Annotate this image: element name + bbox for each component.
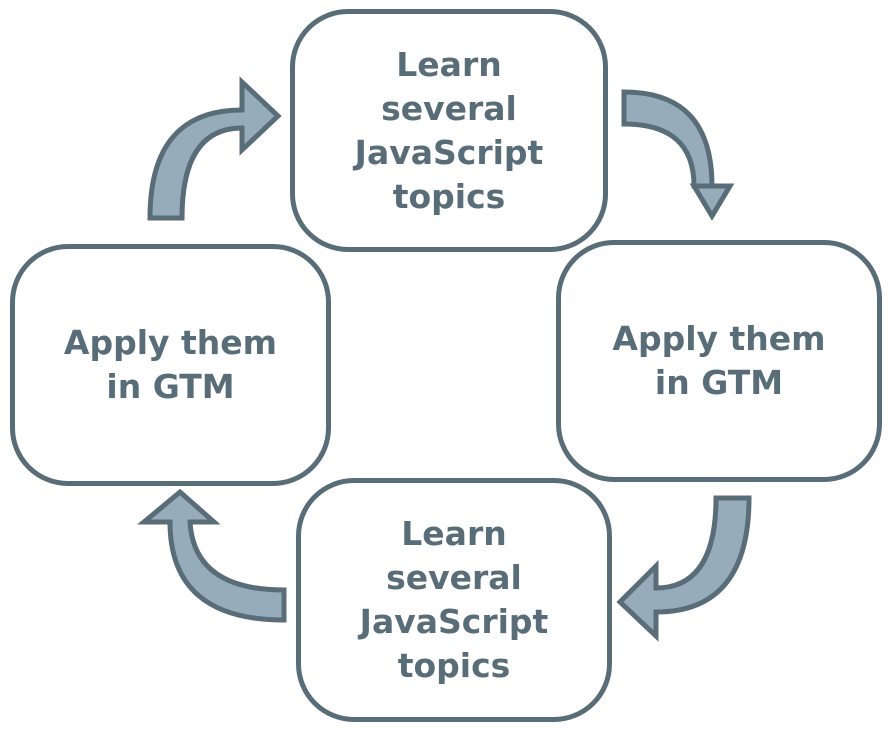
arrow-bottom-to-left [137, 488, 287, 623]
node-top-label: Learn several JavaScript topics [354, 44, 544, 216]
node-right-label: Apply them in GTM [612, 319, 826, 402]
node-left-label: Apply them in GTM [63, 323, 278, 406]
arrow-right-to-bottom [616, 495, 752, 642]
node-bottom-label: Learn several JavaScript topics [359, 514, 549, 685]
node-bottom: Learn several JavaScript topics [296, 478, 612, 722]
node-left: Apply them in GTM [10, 244, 331, 486]
node-top: Learn several JavaScript topics [290, 9, 608, 252]
node-right: Apply them in GTM [556, 240, 882, 482]
arrow-left-to-top [147, 76, 282, 221]
arrow-top-to-right [621, 89, 735, 221]
